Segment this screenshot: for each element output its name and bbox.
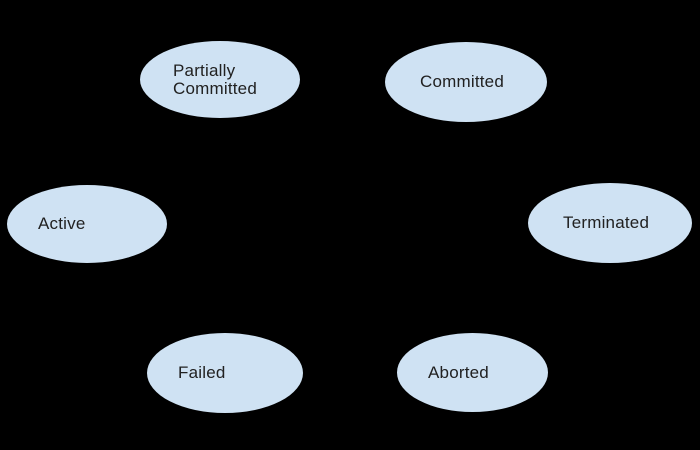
- state-node-active: Active: [7, 185, 167, 263]
- state-label-failed: Failed: [178, 363, 226, 382]
- state-label-active: Active: [38, 214, 86, 233]
- state-node-failed: Failed: [147, 333, 303, 413]
- state-label-partially-committed: Partially Committed: [173, 60, 257, 98]
- state-label-terminated: Terminated: [563, 213, 650, 232]
- state-node-partially-committed: Partially Committed: [140, 41, 300, 118]
- state-label-aborted: Aborted: [428, 362, 489, 382]
- state-node-terminated: Terminated: [528, 183, 692, 263]
- state-node-aborted: Aborted: [397, 333, 548, 412]
- state-label-committed: Committed: [420, 72, 504, 91]
- state-node-committed: Committed: [385, 42, 547, 122]
